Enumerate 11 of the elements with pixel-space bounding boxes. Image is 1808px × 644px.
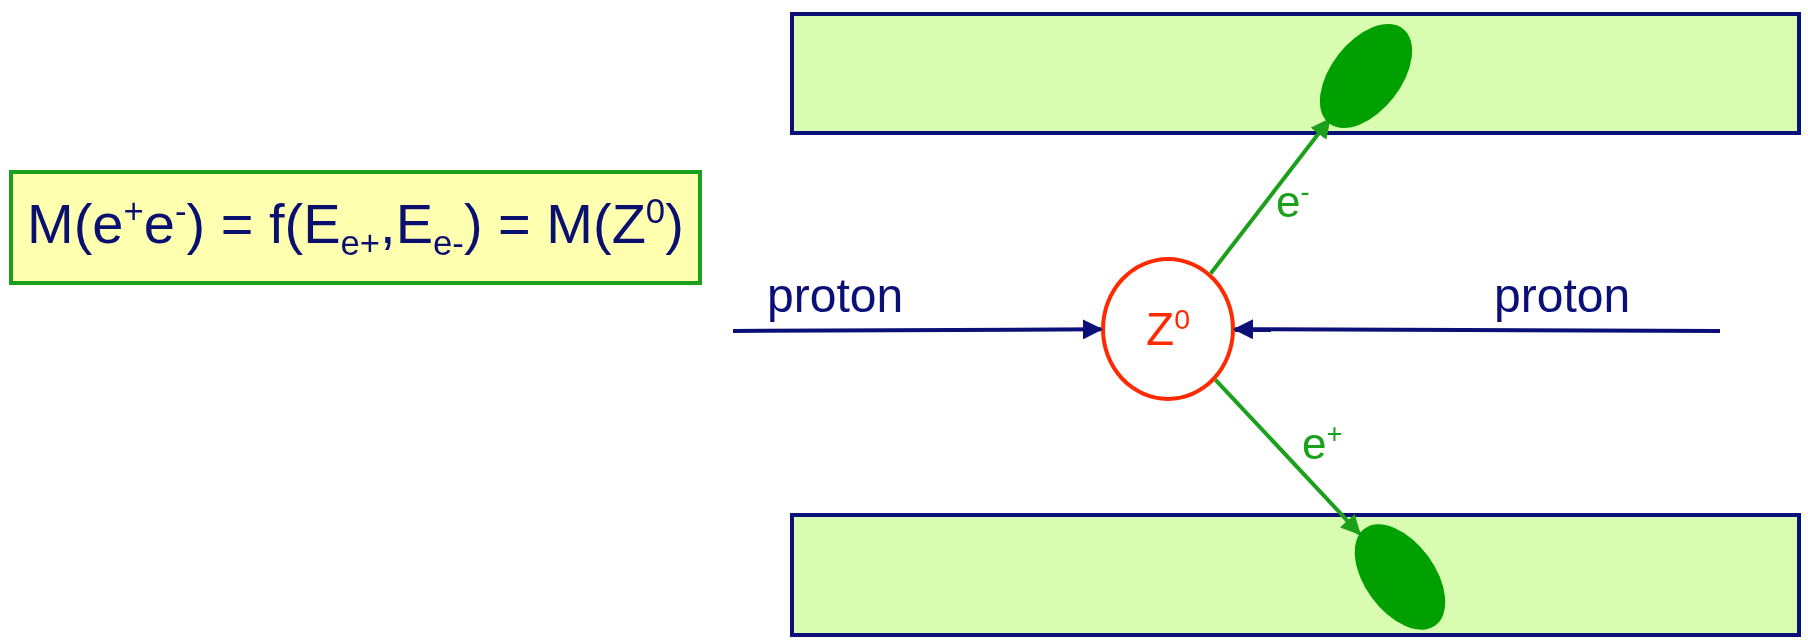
particle-circle: Z$^{0}$ [1101, 257, 1235, 401]
arrow [733, 319, 1103, 340]
edge-label: e$^{-}$ [1276, 176, 1310, 227]
edge-label: e$^{+}$ [1302, 418, 1343, 469]
arrow [1214, 378, 1362, 536]
detector-bar [790, 513, 1801, 637]
particle-label: proton [1494, 268, 1631, 323]
particle-label: proton [767, 268, 904, 323]
arrow [1233, 319, 1720, 340]
detector-bar [790, 12, 1801, 135]
formula-box: M(e$^{+}$e$^{-}$) = f(E$_{e+}$,E$_{e-}$) = M(Z$^{0}$) [9, 170, 702, 285]
